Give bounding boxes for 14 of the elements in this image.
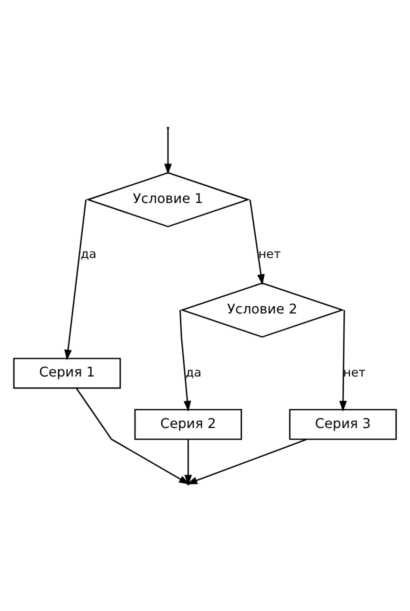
node-box: Серия 2 [134,408,242,440]
node-box: Серия 3 [289,408,397,440]
edge-label: нет [258,246,281,260]
arrow [64,199,87,360]
arrow [164,128,172,174]
edge-label: да [186,364,202,379]
edge-label: да [80,246,96,260]
node-diamond: Условие 1 [86,172,250,227]
arrow [339,310,347,412]
node-box: Серия 1 [13,357,121,388]
arrow [249,199,265,285]
edge-label: нет [343,364,366,379]
node-diamond: Условие 2 [180,282,344,338]
arrow [179,310,192,412]
